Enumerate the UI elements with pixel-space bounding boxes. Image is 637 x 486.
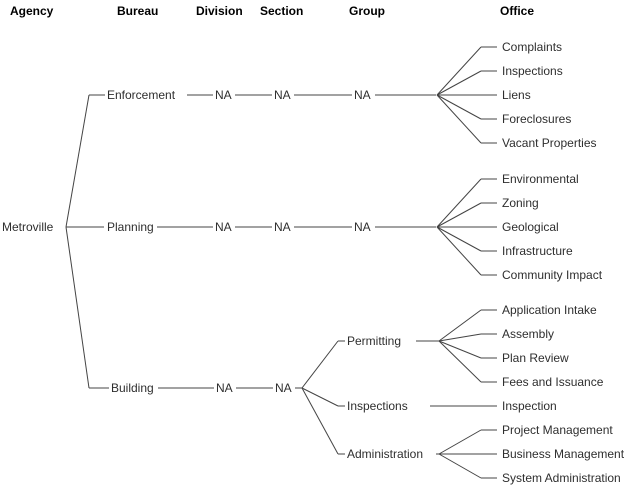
node-group-permitting: Permitting xyxy=(347,334,402,348)
node-bureau-enforcement: Enforcement xyxy=(107,88,176,102)
node-office-complaints: Complaints xyxy=(502,40,563,54)
node-section-building-na: NA xyxy=(275,381,292,395)
node-group-planning-na: NA xyxy=(354,220,371,234)
node-office-community-impact: Community Impact xyxy=(502,268,603,282)
node-office-fees-and-issuance: Fees and Issuance xyxy=(502,375,604,389)
node-office-foreclosures: Foreclosures xyxy=(502,112,572,126)
node-division-planning-na: NA xyxy=(215,220,232,234)
node-office-infrastructure: Infrastructure xyxy=(502,244,573,258)
node-office-zoning: Zoning xyxy=(502,196,539,210)
node-office-inspection: Inspection xyxy=(502,399,557,413)
node-bureau-planning: Planning xyxy=(107,220,154,234)
header-agency: Agency xyxy=(10,4,54,18)
node-office-business-management: Business Management xyxy=(502,447,625,461)
node-division-building-na: NA xyxy=(216,381,233,395)
header-section: Section xyxy=(260,4,304,18)
node-office-vacant-properties: Vacant Properties xyxy=(502,136,597,150)
node-division-enforcement-na: NA xyxy=(215,88,232,102)
node-office-application-intake: Application Intake xyxy=(502,303,597,317)
node-office-assembly: Assembly xyxy=(502,327,555,341)
node-office-geological: Geological xyxy=(502,220,559,234)
node-group-enforcement-na: NA xyxy=(354,88,371,102)
header-bureau: Bureau xyxy=(117,4,159,18)
node-office-inspections: Inspections xyxy=(502,64,563,78)
node-office-system-administration: System Administration xyxy=(502,471,621,485)
node-office-environmental: Environmental xyxy=(502,172,579,186)
node-group-inspections: Inspections xyxy=(347,399,408,413)
node-agency-metroville: Metroville xyxy=(2,220,54,234)
node-group-administration: Administration xyxy=(347,447,424,461)
node-office-liens: Liens xyxy=(502,88,531,102)
node-office-plan-review: Plan Review xyxy=(502,351,569,365)
header-group: Group xyxy=(349,4,385,18)
node-bureau-building: Building xyxy=(111,381,154,395)
node-section-enforcement-na: NA xyxy=(274,88,291,102)
header-division: Division xyxy=(196,4,243,18)
node-office-project-management: Project Management xyxy=(502,423,613,437)
node-section-planning-na: NA xyxy=(274,220,291,234)
header-office: Office xyxy=(500,4,535,18)
